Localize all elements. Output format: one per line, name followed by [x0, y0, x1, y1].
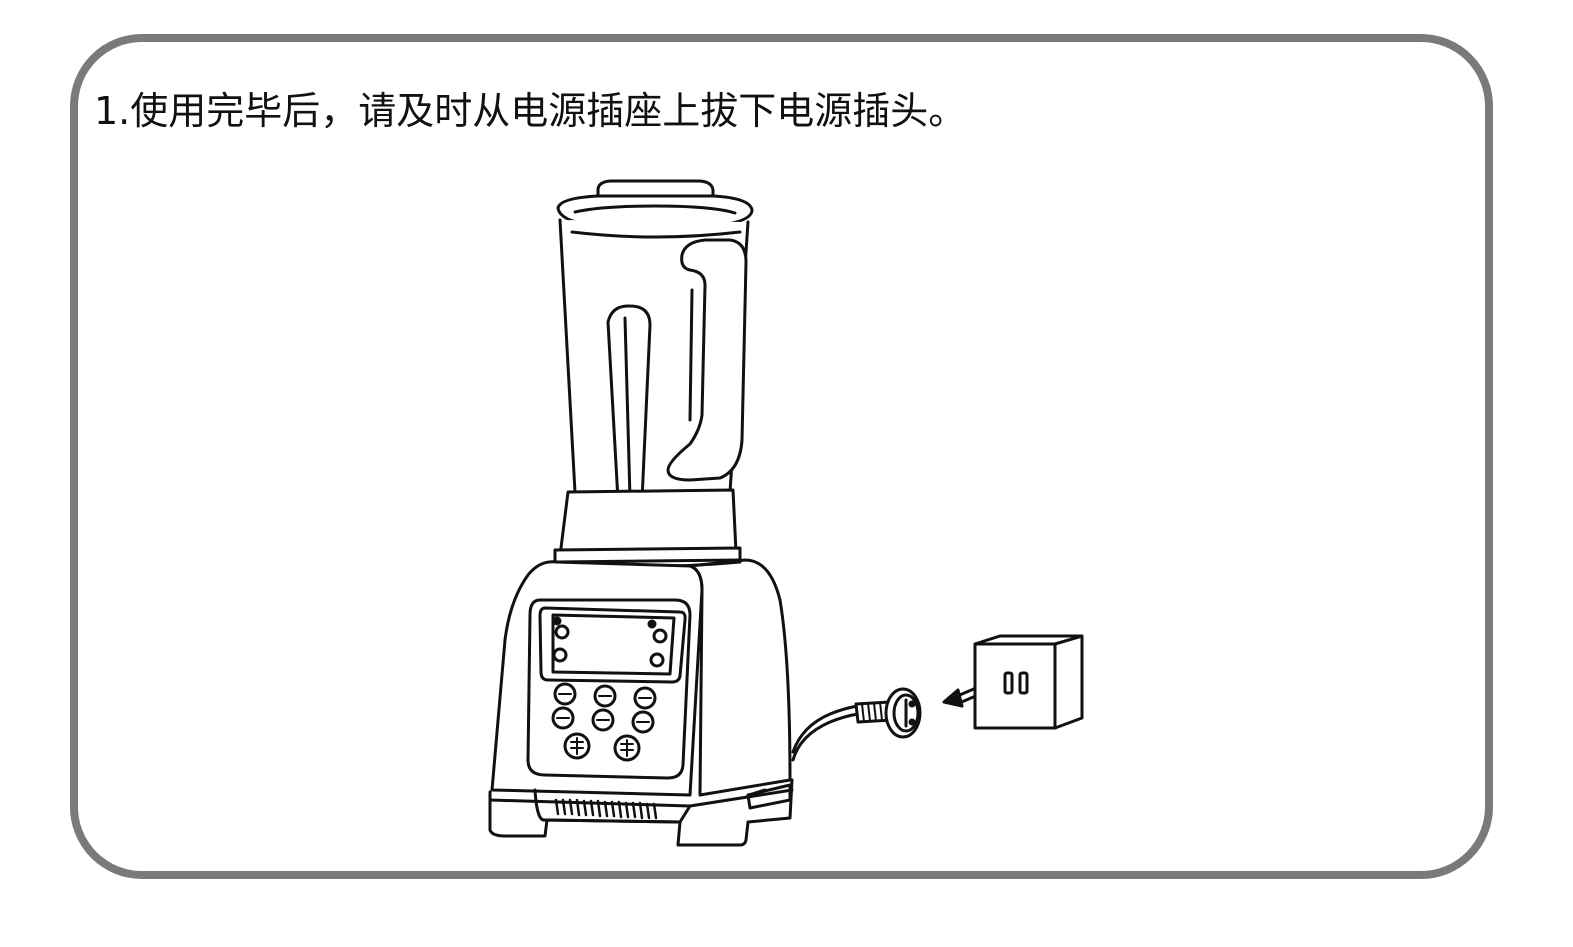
power-plug-icon [793, 689, 920, 760]
instruction-text: 1.使用完毕后，请及时从电源插座上拔下电源插头。 [94, 89, 967, 133]
instruction-card [70, 34, 1493, 879]
blender-icon [490, 181, 792, 845]
wall-socket-icon [975, 636, 1082, 728]
